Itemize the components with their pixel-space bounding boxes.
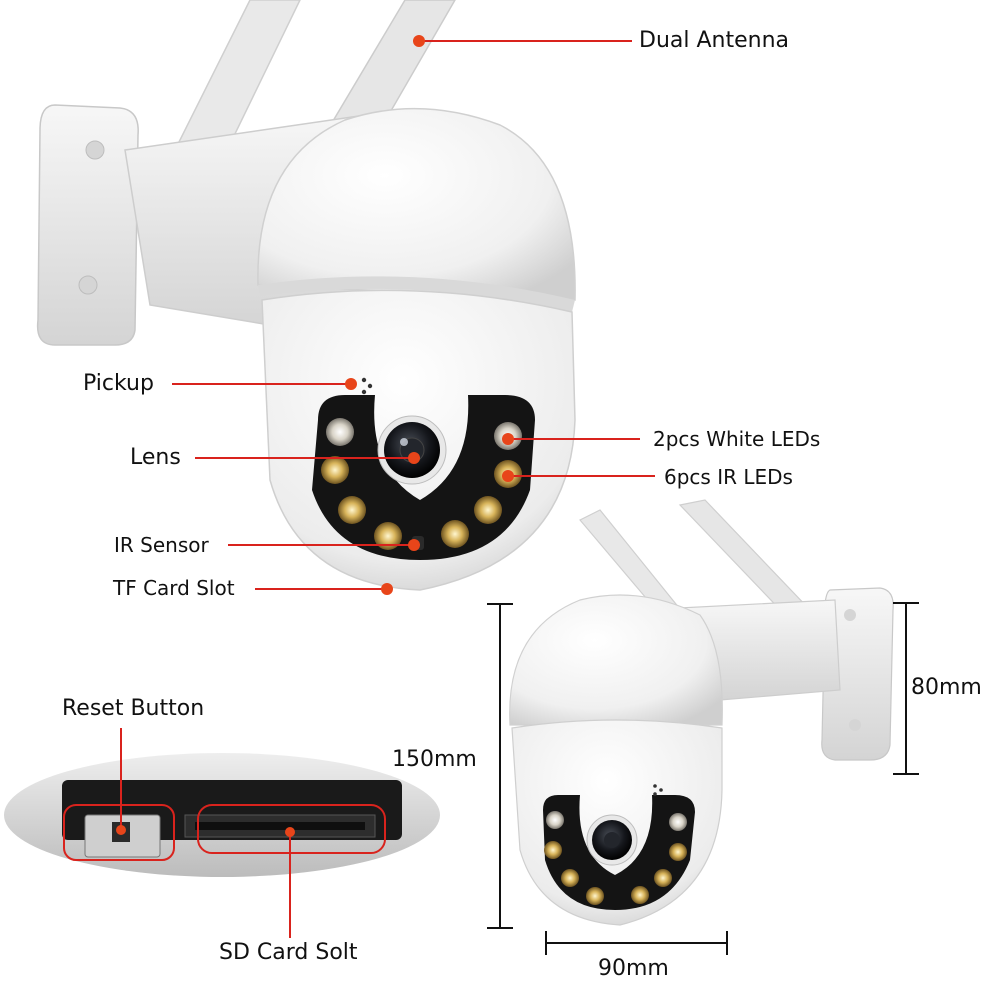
ir-led-2 <box>338 496 366 524</box>
ir-led-5 <box>474 496 502 524</box>
label-pickup: Pickup <box>83 371 154 396</box>
label-ir-sensor: IR Sensor <box>114 533 209 557</box>
camera-dome <box>257 107 576 312</box>
label-height-80: 80mm <box>911 675 982 700</box>
lens <box>377 415 447 485</box>
label-dual-antenna: Dual Antenna <box>639 28 789 53</box>
white-led-left <box>326 418 354 446</box>
label-white-leds: 2pcs White LEDs <box>653 427 821 451</box>
ir-led-4 <box>441 520 469 548</box>
label-height-150: 150mm <box>392 747 477 772</box>
secondary-camera <box>509 499 894 926</box>
main-camera <box>36 0 576 591</box>
label-lens: Lens <box>130 445 181 470</box>
ir-led-3 <box>374 522 402 550</box>
wall-mount-plate <box>36 104 139 346</box>
label-tf-card-slot: TF Card Slot <box>113 576 235 600</box>
sd-slot-highlight <box>197 804 386 854</box>
callout-lines <box>63 35 655 938</box>
label-reset-button: Reset Button <box>62 696 205 721</box>
ir-led-1 <box>321 456 349 484</box>
label-width-90: 90mm <box>598 956 669 981</box>
label-sd-card-slot: SD Card Solt <box>219 940 358 965</box>
label-ir-leds: 6pcs IR LEDs <box>664 465 793 489</box>
dimension-lines <box>487 602 919 955</box>
pickup-mic <box>361 377 373 395</box>
reset-highlight <box>63 804 175 861</box>
slot-closeup <box>4 753 440 877</box>
